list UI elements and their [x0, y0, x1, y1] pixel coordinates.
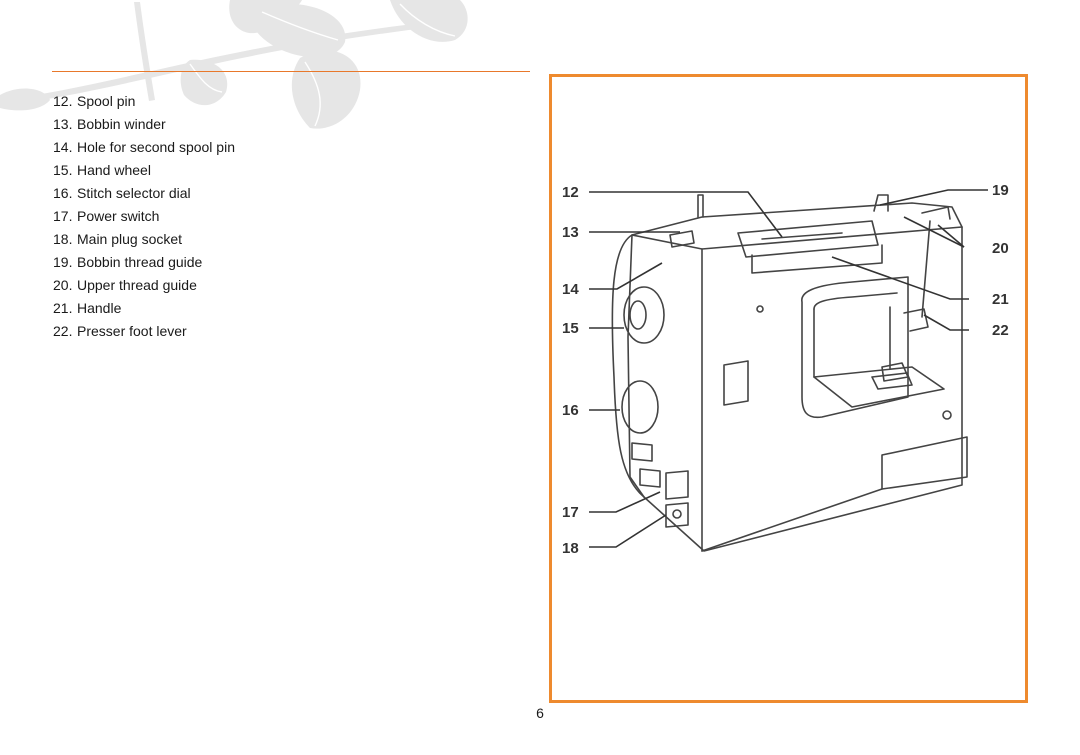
part-item: 12.Spool pin — [53, 90, 235, 113]
leaf-branch-decoration — [0, 0, 468, 129]
callout-17: 17 — [562, 504, 579, 521]
part-number: 21. — [53, 300, 73, 316]
part-label: Stitch selector dial — [77, 185, 191, 201]
part-label: Bobbin thread guide — [77, 254, 203, 270]
part-item: 22.Presser foot lever — [53, 320, 235, 343]
part-label: Spool pin — [77, 93, 136, 109]
part-item: 15.Hand wheel — [53, 159, 235, 182]
part-label: Power switch — [77, 208, 160, 224]
callout-16: 16 — [562, 402, 579, 419]
part-item: 17.Power switch — [53, 205, 235, 228]
part-label: Upper thread guide — [77, 277, 197, 293]
part-label: Presser foot lever — [77, 323, 187, 339]
part-item: 19.Bobbin thread guide — [53, 251, 235, 274]
callout-15: 15 — [562, 320, 579, 337]
callout-19: 19 — [992, 182, 1009, 199]
callout-13: 13 — [562, 224, 579, 241]
part-number: 20. — [53, 277, 73, 293]
part-label: Hand wheel — [77, 162, 151, 178]
part-item: 21.Handle — [53, 297, 235, 320]
part-number: 17. — [53, 208, 73, 224]
part-number: 12. — [53, 93, 73, 109]
part-label: Handle — [77, 300, 122, 316]
sewing-machine-illustration: 12 13 14 15 16 17 18 19 20 21 22 — [562, 182, 1009, 557]
part-item: 14.Hole for second spool pin — [53, 136, 235, 159]
part-item: 18.Main plug socket — [53, 228, 235, 251]
part-number: 15. — [53, 162, 73, 178]
callout-21: 21 — [992, 291, 1009, 308]
part-number: 13. — [53, 116, 73, 132]
part-number: 18. — [53, 231, 73, 247]
callout-22: 22 — [992, 322, 1009, 339]
callout-18: 18 — [562, 540, 579, 557]
part-item: 16.Stitch selector dial — [53, 182, 235, 205]
part-number: 19. — [53, 254, 73, 270]
part-number: 14. — [53, 139, 73, 155]
part-number: 22. — [53, 323, 73, 339]
page-number: 6 — [536, 705, 544, 721]
callout-14: 14 — [562, 281, 579, 298]
sewing-machine-figure: 12 13 14 15 16 17 18 19 20 21 22 — [549, 74, 1028, 703]
part-item: 20.Upper thread guide — [53, 274, 235, 297]
part-label: Bobbin winder — [77, 116, 166, 132]
part-number: 16. — [53, 185, 73, 201]
part-item: 13.Bobbin winder — [53, 113, 235, 136]
header-rule — [52, 71, 530, 72]
part-label: Main plug socket — [77, 231, 183, 247]
part-label: Hole for second spool pin — [77, 139, 235, 155]
callout-12: 12 — [562, 184, 579, 201]
callout-20: 20 — [992, 240, 1009, 257]
